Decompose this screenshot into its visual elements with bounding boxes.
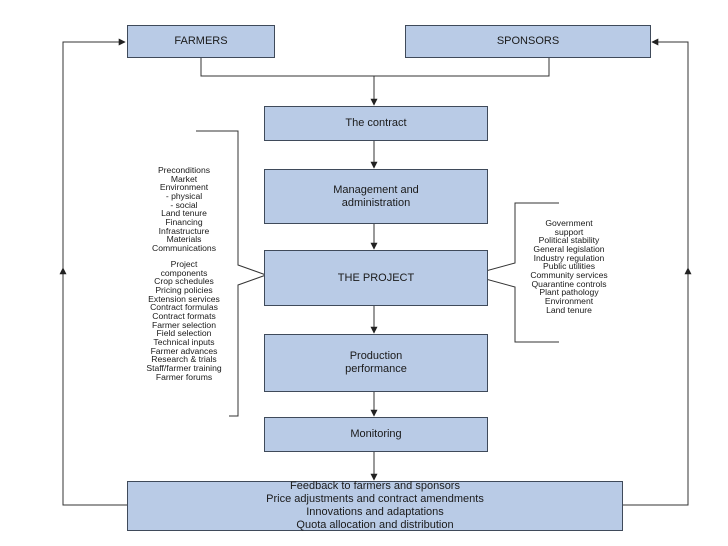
list-item: Farmer selection	[152, 319, 216, 330]
list-item: Technical inputs	[153, 336, 215, 347]
management-box: Management and administration	[264, 169, 488, 224]
list-item: Pricing policies	[155, 284, 213, 295]
left-feedback-top	[62, 38, 126, 268]
list-item: Crop schedules	[154, 276, 214, 287]
list-item: Preconditions	[157, 165, 211, 175]
list-item: Staff/farmer training	[146, 362, 222, 373]
preconditions-list: Preconditions Market Environment - physi…	[132, 166, 236, 253]
list-item: Field selection	[156, 328, 212, 339]
farmers-merge-line	[200, 58, 374, 77]
list-item: General legislation	[533, 243, 605, 254]
contract-label: The contract	[345, 117, 407, 129]
left-feedback-loop	[62, 275, 127, 506]
feedback-line-3: Innovations and adaptations	[306, 506, 444, 518]
production-line-2: performance	[345, 363, 407, 375]
monitoring-label: Monitoring	[350, 428, 402, 440]
list-item: components	[160, 267, 208, 278]
project-label: THE PROJECT	[337, 271, 415, 284]
list-item: Plant pathology	[539, 287, 599, 298]
list-item: Public utilities	[542, 261, 596, 272]
list-item: Contract formats	[152, 310, 216, 321]
right-feedback-top	[651, 38, 689, 268]
list-item: Project	[170, 259, 198, 269]
sponsors-merge-line	[374, 58, 550, 77]
right-feedback-loop	[623, 275, 689, 506]
farmers-label: FARMERS	[174, 35, 228, 47]
list-item: Farmer forums	[155, 371, 213, 382]
list-item: Materials	[166, 234, 202, 245]
components-list: Project components Crop schedules Pricin…	[132, 260, 236, 381]
production-line-1: Production	[349, 350, 403, 362]
list-item: Quarantine controls	[531, 278, 607, 289]
list-item: Political stability	[538, 235, 600, 246]
feedback-box: Feedback to farmers and sponsors Price a…	[127, 480, 623, 531]
production-box: Production performance	[264, 334, 488, 392]
feedback-line-2: Price adjustments and contract amendment…	[266, 493, 484, 505]
farmers-box: FARMERS	[127, 25, 275, 58]
feedback-line-1: Feedback to farmers and sponsors	[290, 480, 460, 492]
management-line-1: Management and	[333, 183, 419, 196]
list-item: - social	[170, 199, 198, 210]
list-item: Infrastructure	[158, 225, 210, 236]
project-box: THE PROJECT	[264, 250, 488, 306]
list-item: Land tenure	[546, 304, 592, 315]
list-item: Industry regulation	[533, 252, 605, 263]
list-item: Contract formulas	[150, 302, 218, 313]
list-item: - physical	[165, 190, 203, 201]
list-item: Environment	[159, 182, 209, 193]
sponsors-box: SPONSORS	[405, 25, 651, 58]
feedback-line-4: Quota allocation and distribution	[296, 519, 454, 531]
external-factors-list: Government support Political stability G…	[513, 219, 625, 314]
list-item: Extension services	[148, 293, 220, 304]
list-item: Farmer advances	[150, 345, 218, 356]
list-item: Environment	[544, 295, 594, 306]
list-item: support	[554, 226, 584, 237]
list-item: Market	[170, 173, 198, 184]
sponsors-label: SPONSORS	[496, 35, 560, 47]
management-line-2: administration	[341, 196, 411, 209]
list-item: Communications	[152, 242, 216, 253]
list-item: Land tenure	[161, 208, 207, 219]
list-item: Financing	[165, 216, 203, 227]
list-item: Research & trials	[151, 354, 217, 365]
list-item: Government	[545, 218, 593, 228]
contract-box: The contract	[264, 106, 488, 141]
list-item: Community services	[530, 269, 608, 280]
monitoring-box: Monitoring	[264, 417, 488, 452]
